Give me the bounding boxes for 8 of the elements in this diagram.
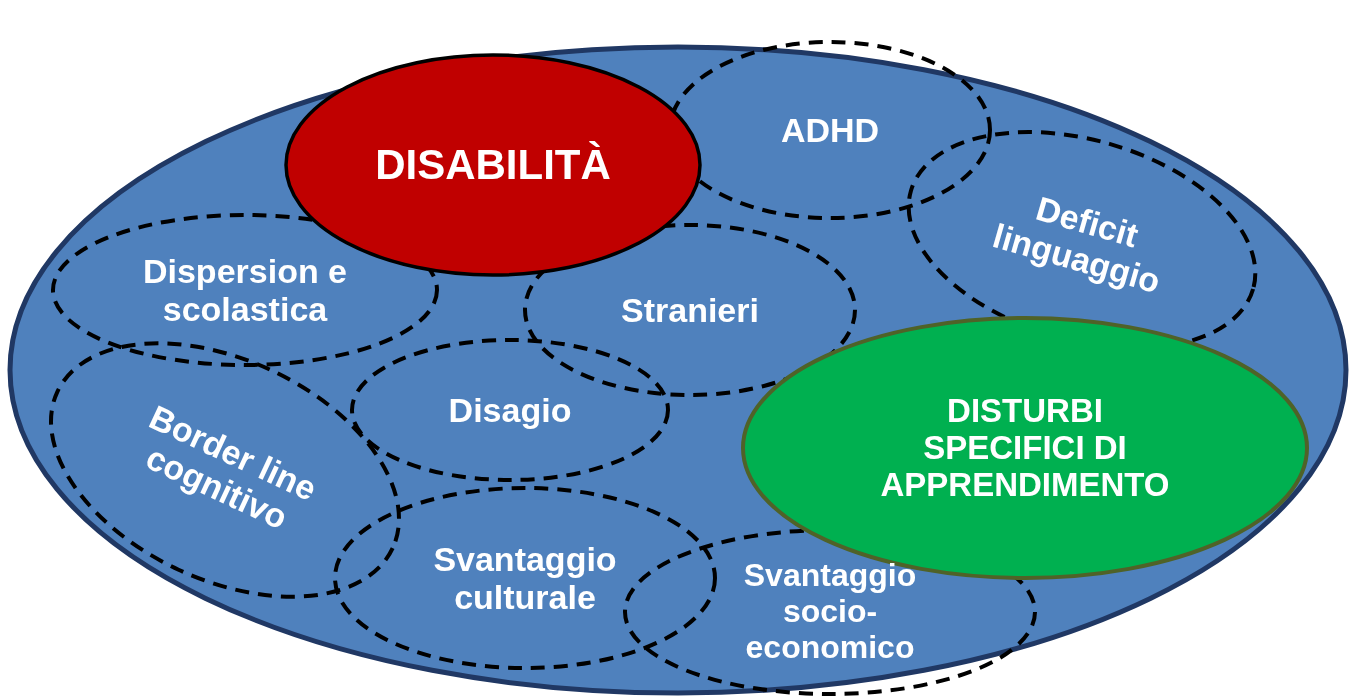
ellipse-label: Stranieri: [620, 290, 760, 330]
ellipse-label: Disagio: [447, 390, 573, 430]
ellipse-label: Dispersion e scolastica: [141, 251, 349, 329]
ellipse-label: DISABILITÀ: [374, 141, 612, 189]
ellipse-label: DISTURBI SPECIFICI DI APPRENDIMENTO: [879, 392, 1171, 504]
ellipse-label: Svantaggio culturale: [432, 539, 618, 617]
ellipse-label: Svantaggio socio-economico: [742, 558, 918, 666]
ellipse-label: ADHD: [779, 110, 881, 150]
